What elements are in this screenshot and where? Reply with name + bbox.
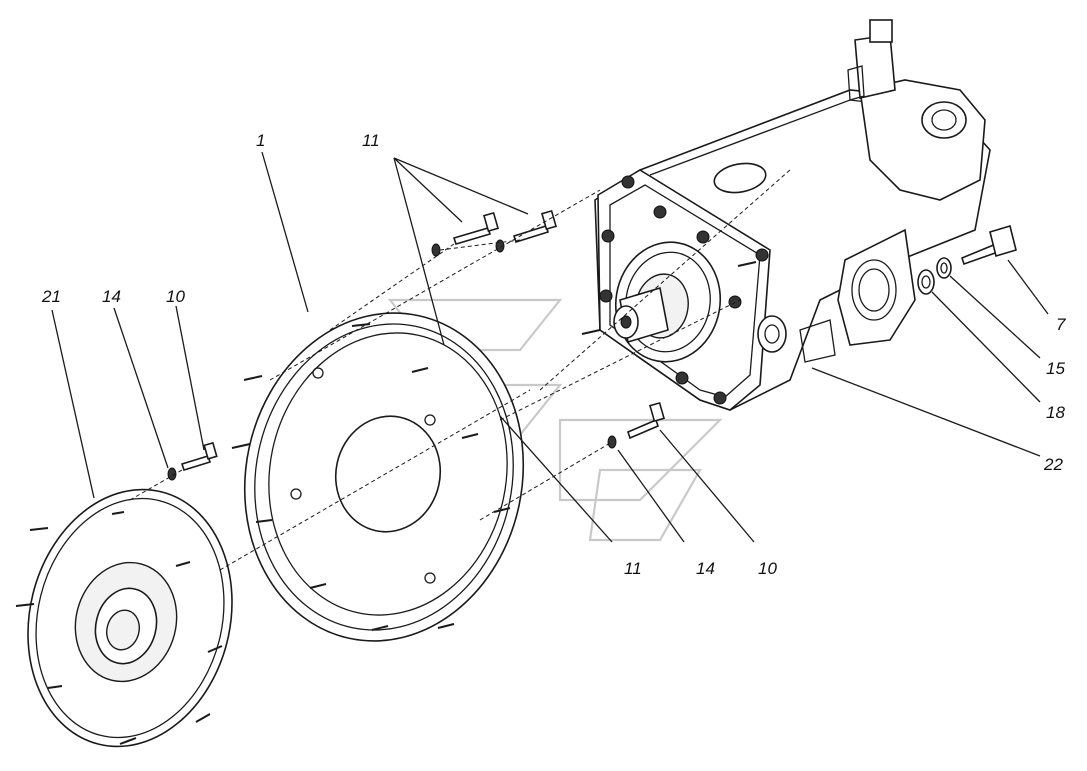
bolt-7-assembly (917, 224, 1017, 295)
callout-14-left: 14 (102, 287, 121, 306)
callout-22: 22 (1043, 455, 1063, 474)
callout-18: 18 (1046, 403, 1065, 422)
callout-10-bottom: 10 (758, 559, 777, 578)
callout-10-left: 10 (166, 287, 185, 306)
pump-body (581, 19, 991, 411)
bolt-bottom (607, 401, 666, 449)
callout-7: 7 (1056, 315, 1066, 334)
assembly-lines (129, 169, 791, 571)
callout-1: 1 (256, 131, 265, 150)
callout-14-bottom: 14 (696, 559, 715, 578)
leader-lines (51, 151, 1049, 543)
callout-11-top: 11 (362, 131, 380, 150)
bolt-pair-top (431, 209, 558, 257)
callout-21: 21 (41, 287, 61, 306)
callout-labels: 1 11 21 14 10 7 15 18 22 11 14 10 (41, 131, 1066, 578)
callout-11-bottom: 11 (624, 559, 642, 578)
flywheel-housing (231, 312, 525, 642)
coupling-disc (15, 488, 233, 748)
callout-15: 15 (1046, 359, 1065, 378)
